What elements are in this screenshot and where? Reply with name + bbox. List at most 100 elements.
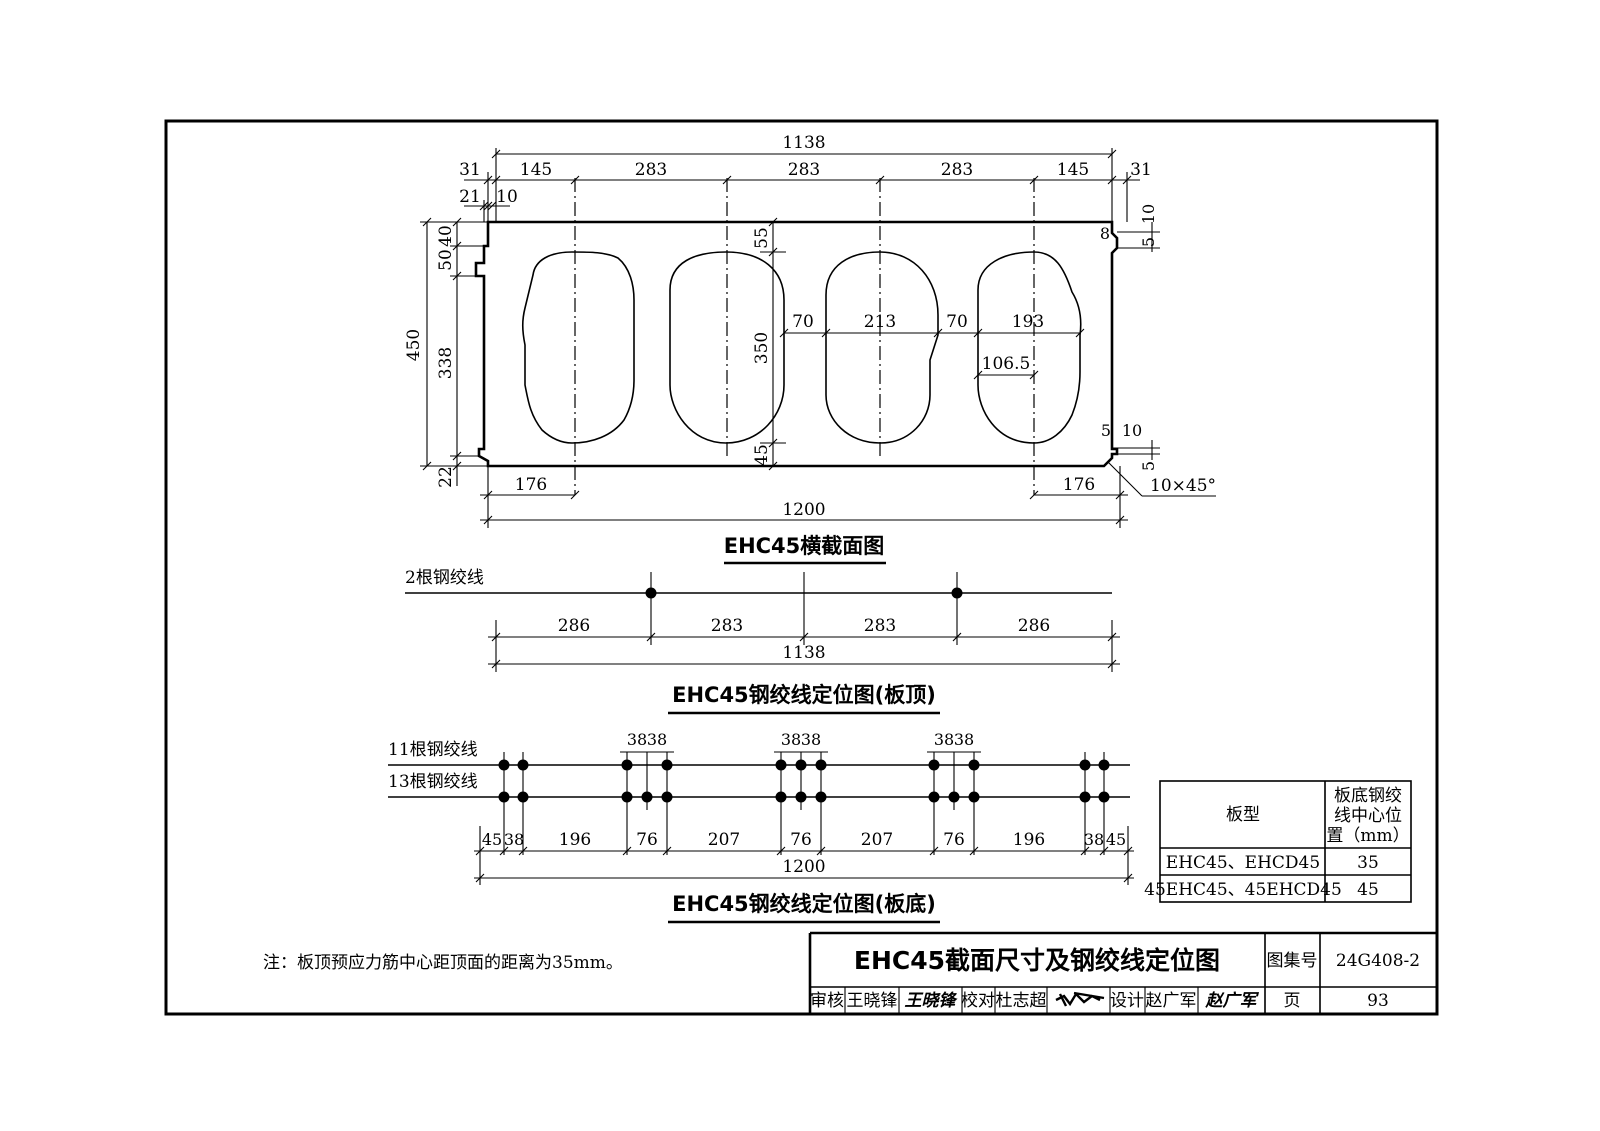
dim-10-top-left: 10 <box>496 187 518 207</box>
strand-dot <box>498 759 510 771</box>
dim-50: 50 <box>436 249 456 271</box>
strand-dot <box>795 791 807 803</box>
label-13-strands: 13根钢绞线 <box>388 772 478 792</box>
dim-38-a: 38 <box>627 730 647 749</box>
review-label: 审核 <box>810 991 844 1011</box>
table-header-pos-1: 板底钢绞 <box>1334 786 1402 806</box>
dim-196-left: 196 <box>559 830 591 850</box>
drawing-frame <box>164 119 1439 1016</box>
section-title: EHC45横截面图 <box>724 534 885 558</box>
strand-dot <box>517 759 529 771</box>
dim-8: 8 <box>1100 224 1110 243</box>
void-2 <box>669 251 785 444</box>
strand-dots-13 <box>498 791 1110 803</box>
dim-338: 338 <box>436 347 456 379</box>
dim-10-right-top: 10 <box>1139 204 1158 224</box>
dim-350: 350 <box>752 332 772 364</box>
dim-76-c: 76 <box>943 830 965 850</box>
dim-31-left: 31 <box>459 160 481 180</box>
table-header-pos-3: 置（mm） <box>1326 826 1409 846</box>
strand-dot <box>621 759 633 771</box>
dim-70-b: 70 <box>946 312 968 332</box>
strand-dot <box>928 791 940 803</box>
strand-dot <box>661 759 673 771</box>
strand-dot <box>498 791 510 803</box>
designer-name: 赵广军 <box>1146 991 1197 1011</box>
strand-dot <box>641 791 653 803</box>
strand-dots-11 <box>498 759 1110 771</box>
checker-signature-icon <box>1055 991 1105 1007</box>
dim-450: 450 <box>404 329 424 361</box>
note-text: 注：板顶预应力筋中心距顶面的距离为35mm。 <box>263 953 623 973</box>
dim-10-right-bottom: 10 <box>1122 421 1142 440</box>
strand-dot <box>1098 759 1110 771</box>
strand-dot <box>928 759 940 771</box>
table-row-1-value: 35 <box>1357 853 1379 873</box>
dim-45-bl: 45 <box>482 830 502 849</box>
dim-145-left: 145 <box>520 160 552 180</box>
strand-dot <box>775 791 787 803</box>
dim-145-right: 145 <box>1057 160 1089 180</box>
dim-22: 22 <box>436 466 456 488</box>
dim-38-d: 38 <box>801 730 821 749</box>
void-4 <box>977 251 1082 444</box>
strand-dot <box>1079 759 1091 771</box>
dim-5-right-bottom: 5 <box>1139 461 1158 471</box>
check-label: 校对 <box>961 991 995 1011</box>
dim-5-right-top: 5 <box>1139 237 1158 247</box>
page-label: 页 <box>1284 991 1301 1011</box>
top-strand-label: 2根钢绞线 <box>405 568 484 588</box>
cross-section: 1138 31 145 283 283 283 145 31 21 10 450… <box>404 133 1216 528</box>
dim-1200-bottom: 1200 <box>782 857 825 877</box>
strand-dot <box>968 791 980 803</box>
dim-38-bl: 38 <box>504 830 524 849</box>
chamfer-leader <box>1107 461 1143 497</box>
strand-dot <box>517 791 529 803</box>
dim-286-right: 286 <box>1018 616 1050 636</box>
dim-70-a: 70 <box>792 312 814 332</box>
dim-196-right: 196 <box>1013 830 1045 850</box>
dim-38-b: 38 <box>647 730 667 749</box>
strand-dot <box>775 759 787 771</box>
void-3 <box>825 251 939 444</box>
dim-286-left: 286 <box>558 616 590 636</box>
atlas-label: 图集号 <box>1267 951 1318 971</box>
dim-1138: 1138 <box>782 133 825 153</box>
table-row-1-type: EHC45、EHCD45 <box>1166 853 1320 873</box>
strand-dot <box>621 791 633 803</box>
dim-207-b: 207 <box>861 830 893 850</box>
top-layout-title: EHC45钢绞线定位图(板顶) <box>672 683 936 707</box>
position-table: 板型 板底钢绞 线中心位 置（mm） EHC45、EHCD45 35 45EHC… <box>1144 780 1412 903</box>
strand-dot <box>948 791 960 803</box>
top-strand-layout: 2根钢绞线 286 283 283 286 1138 <box>405 568 1120 672</box>
strand-dot <box>815 759 827 771</box>
dim-55: 55 <box>752 227 772 249</box>
dim-38-f: 38 <box>954 730 974 749</box>
page-number: 93 <box>1367 991 1389 1011</box>
table-header-type: 板型 <box>1226 805 1260 825</box>
dim-21: 21 <box>459 187 481 207</box>
bottom-strand-layout: 11根钢绞线 13根钢绞线 <box>388 730 1134 885</box>
chamfer-label: 10×45° <box>1150 476 1216 496</box>
dim-106-5: 106.5 <box>982 354 1031 374</box>
label-11-strands: 11根钢绞线 <box>388 740 478 760</box>
title-block: EHC45截面尺寸及钢绞线定位图 图集号 24G408-2 审核 王晓锋 王晓锋… <box>808 931 1437 1014</box>
dim-207-a: 207 <box>708 830 740 850</box>
atlas-number: 24G408-2 <box>1336 951 1420 971</box>
dim-31-right: 31 <box>1130 160 1152 180</box>
table-row-2-type: 45EHC45、45EHCD45 <box>1144 880 1342 900</box>
dim-5-right-mid: 5 <box>1101 421 1111 440</box>
dim-283-2: 283 <box>788 160 820 180</box>
reviewer-signature: 王晓锋 <box>905 991 959 1011</box>
strand-dot <box>1079 791 1091 803</box>
dim-45-br: 45 <box>1106 830 1126 849</box>
dim-283-1: 283 <box>635 160 667 180</box>
strand-dot <box>968 759 980 771</box>
designer-signature: 赵广军 <box>1205 991 1260 1011</box>
dim-76-a: 76 <box>636 830 658 850</box>
dim-213: 213 <box>864 312 896 332</box>
drawing-title: EHC45截面尺寸及钢绞线定位图 <box>854 946 1220 975</box>
dim-283-top-1: 283 <box>711 616 743 636</box>
table-row-2-value: 45 <box>1357 880 1379 900</box>
